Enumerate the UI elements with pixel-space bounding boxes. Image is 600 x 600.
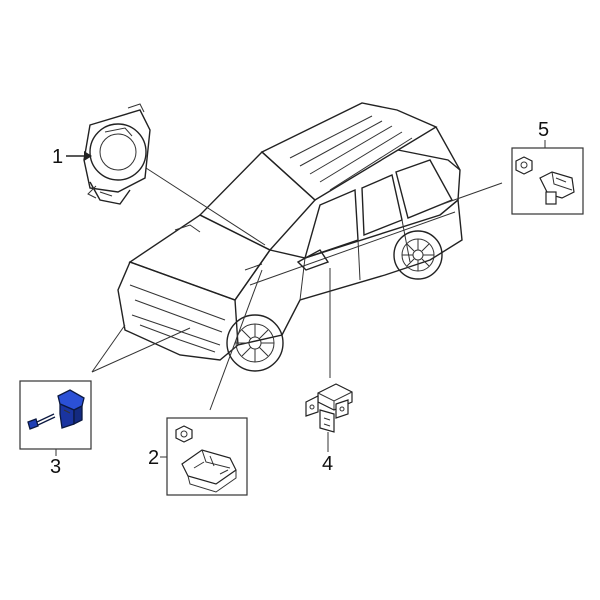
callout-number-2: 2 [148, 447, 159, 469]
callout-number-3: 3 [50, 456, 61, 478]
callout-number-4: 4 [322, 453, 333, 475]
part-2-control-module[interactable] [166, 417, 248, 496]
callout-1: 1 [52, 146, 92, 168]
callout-5: 5 [538, 119, 549, 148]
vehicle-outline [117, 102, 463, 372]
callout-4: 4 [322, 432, 333, 475]
part-5-front-sensor[interactable] [511, 147, 584, 215]
callout-2: 2 [148, 447, 167, 469]
callout-3: 3 [50, 449, 61, 478]
callout-number-1: 1 [52, 146, 63, 168]
part-1-clock-spring[interactable] [83, 103, 151, 205]
part-4-side-sensor[interactable] [305, 383, 353, 433]
part-3-impact-sensor[interactable] [19, 380, 92, 450]
callout-number-5: 5 [538, 119, 549, 141]
leader-lines [91, 167, 503, 411]
